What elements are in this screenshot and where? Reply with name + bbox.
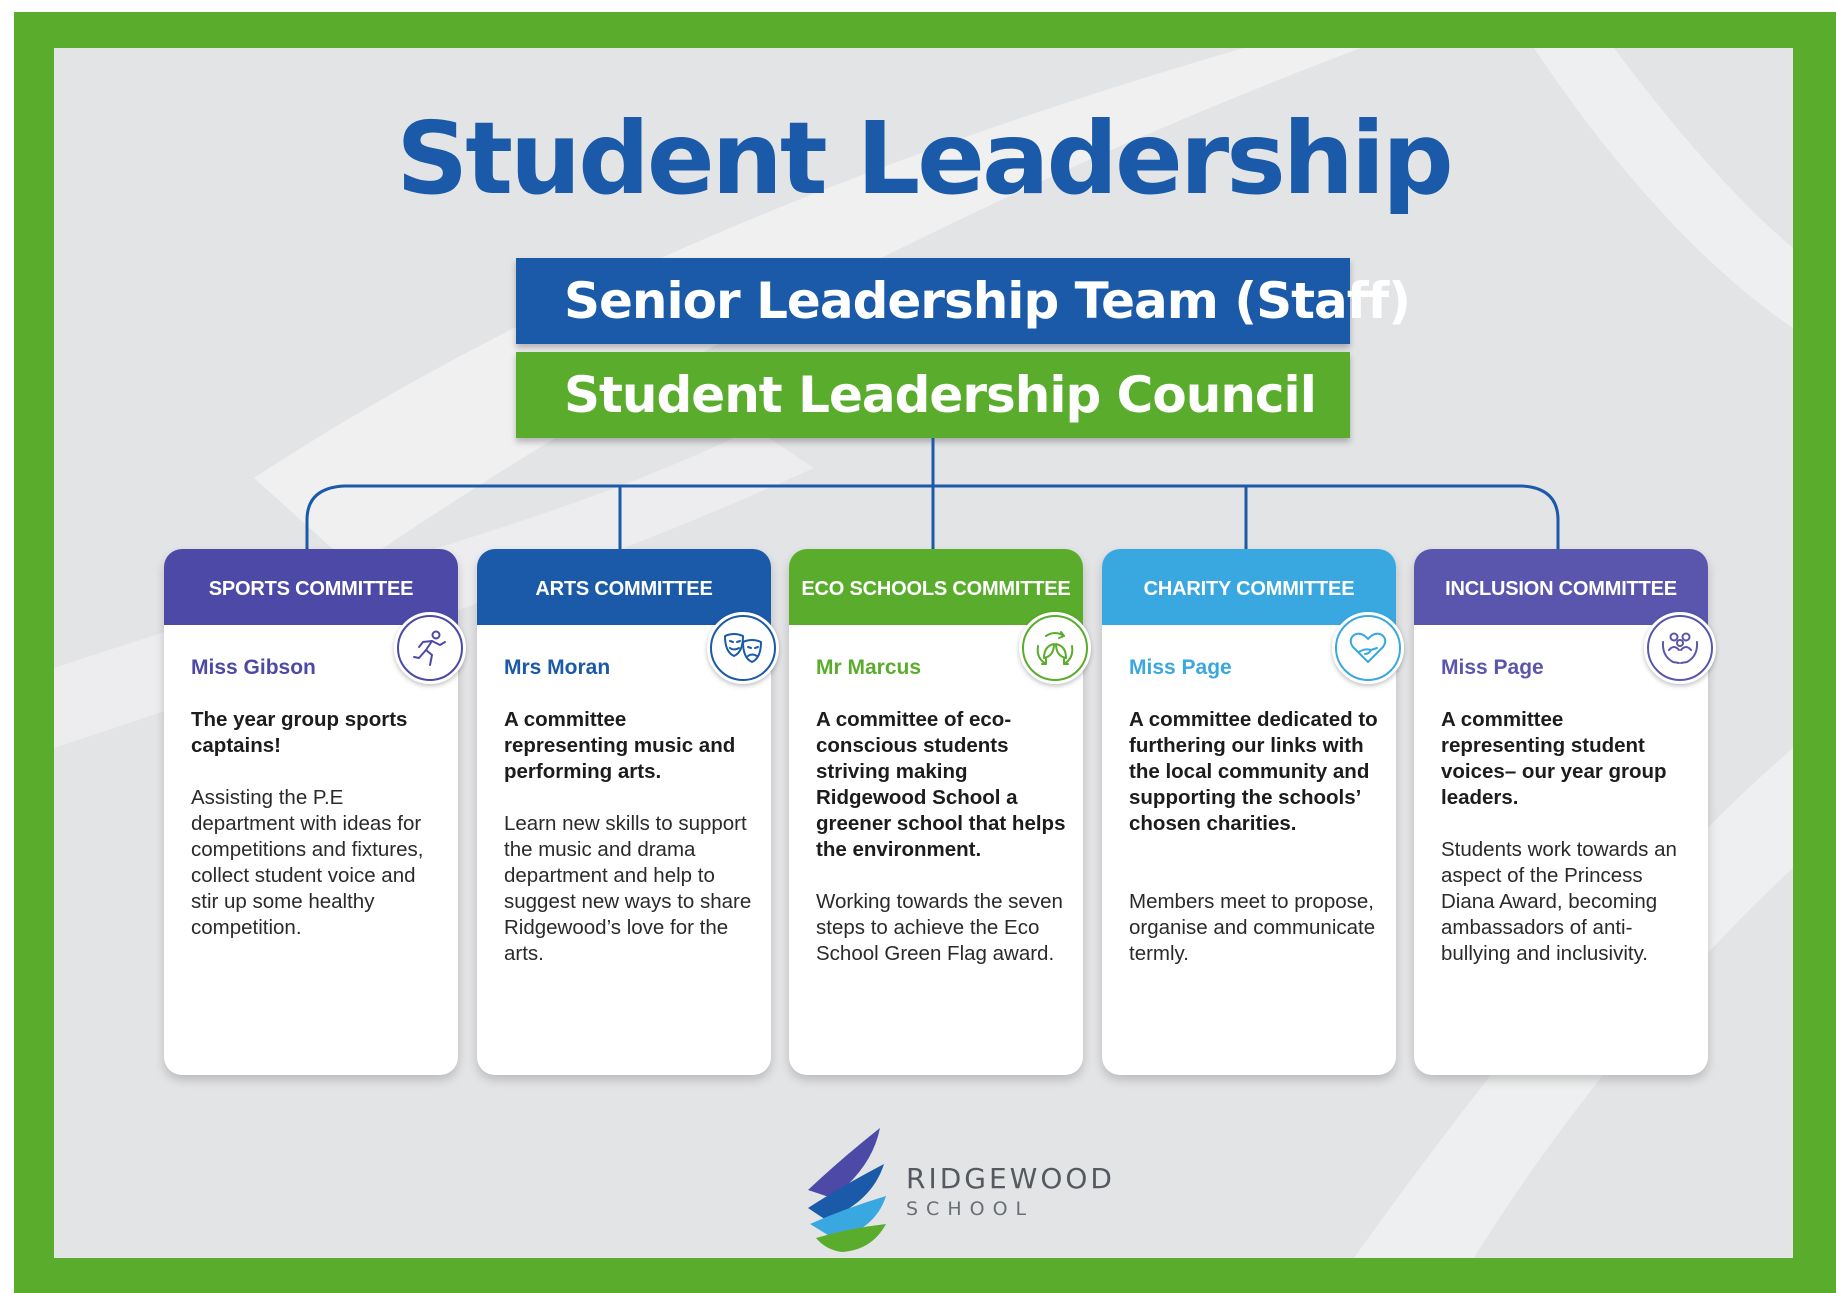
committee-leader: Miss Page [1441,656,1544,679]
recycle-leaves-icon [1019,612,1091,684]
committee-title: CHARITY COMMITTEE [1102,549,1396,625]
committee-card-inclusion: INCLUSION COMMITTEE Miss Page A committe… [1414,549,1716,1075]
school-name: RIDGEWOOD [906,1162,1115,1195]
committee-summary: A committee representing student voices–… [1441,708,1667,809]
committee-description: Working towards the seven steps to achie… [816,890,1063,965]
page-title: Student Leadership [396,100,1454,217]
committee-leader: Miss Page [1129,656,1232,679]
student-council-banner: Student Leadership Council [516,352,1350,438]
committee-card-arts: ARTS COMMITTEE Mrs Moran A committee rep… [477,549,779,1075]
committee-description: Assisting the P.E department with ideas … [191,786,424,939]
poster-panel: Student Leadership Senior Leadership Tea… [54,48,1793,1258]
school-subtitle: SCHOOL [906,1198,1035,1220]
theatre-masks-icon [707,612,779,684]
committee-summary: The year group sports captains! [191,708,408,757]
committee-card-charity: CHARITY COMMITTEE Miss Page A committee … [1102,549,1404,1075]
running-person-icon [394,612,466,684]
committee-description: Members meet to propose, organise and co… [1129,890,1376,965]
committee-title: ECO SCHOOLS COMMITTEE [789,549,1083,625]
committee-leader: Miss Gibson [191,656,316,679]
green-frame: Student Leadership Senior Leadership Tea… [14,12,1836,1293]
committee-leader: Mr Marcus [816,656,922,679]
committee-card-sports: SPORTS COMMITTEE Miss Gibson The year gr… [164,549,466,1075]
committee-title: INCLUSION COMMITTEE [1414,549,1708,625]
committee-summary: A committee representing music and perfo… [504,708,736,783]
committee-summary: A committee dedicated to furthering our … [1129,708,1378,835]
committee-summary: A committee of eco-conscious students st… [816,708,1066,861]
committee-title: ARTS COMMITTEE [477,549,771,625]
people-in-hands-icon [1644,612,1716,684]
committee-leader: Mrs Moran [504,656,611,679]
senior-leadership-banner: Senior Leadership Team (Staff) [516,258,1411,344]
committee-title: SPORTS COMMITTEE [164,549,458,625]
committee-description: Learn new skills to support the music an… [504,812,752,965]
heart-hand-icon [1332,612,1404,684]
committee-card-eco: ECO SCHOOLS COMMITTEE Mr Marcus A commit… [789,549,1091,1075]
school-logo-icon [808,1128,886,1252]
committee-description: Students work towards an aspect of the P… [1441,838,1677,965]
